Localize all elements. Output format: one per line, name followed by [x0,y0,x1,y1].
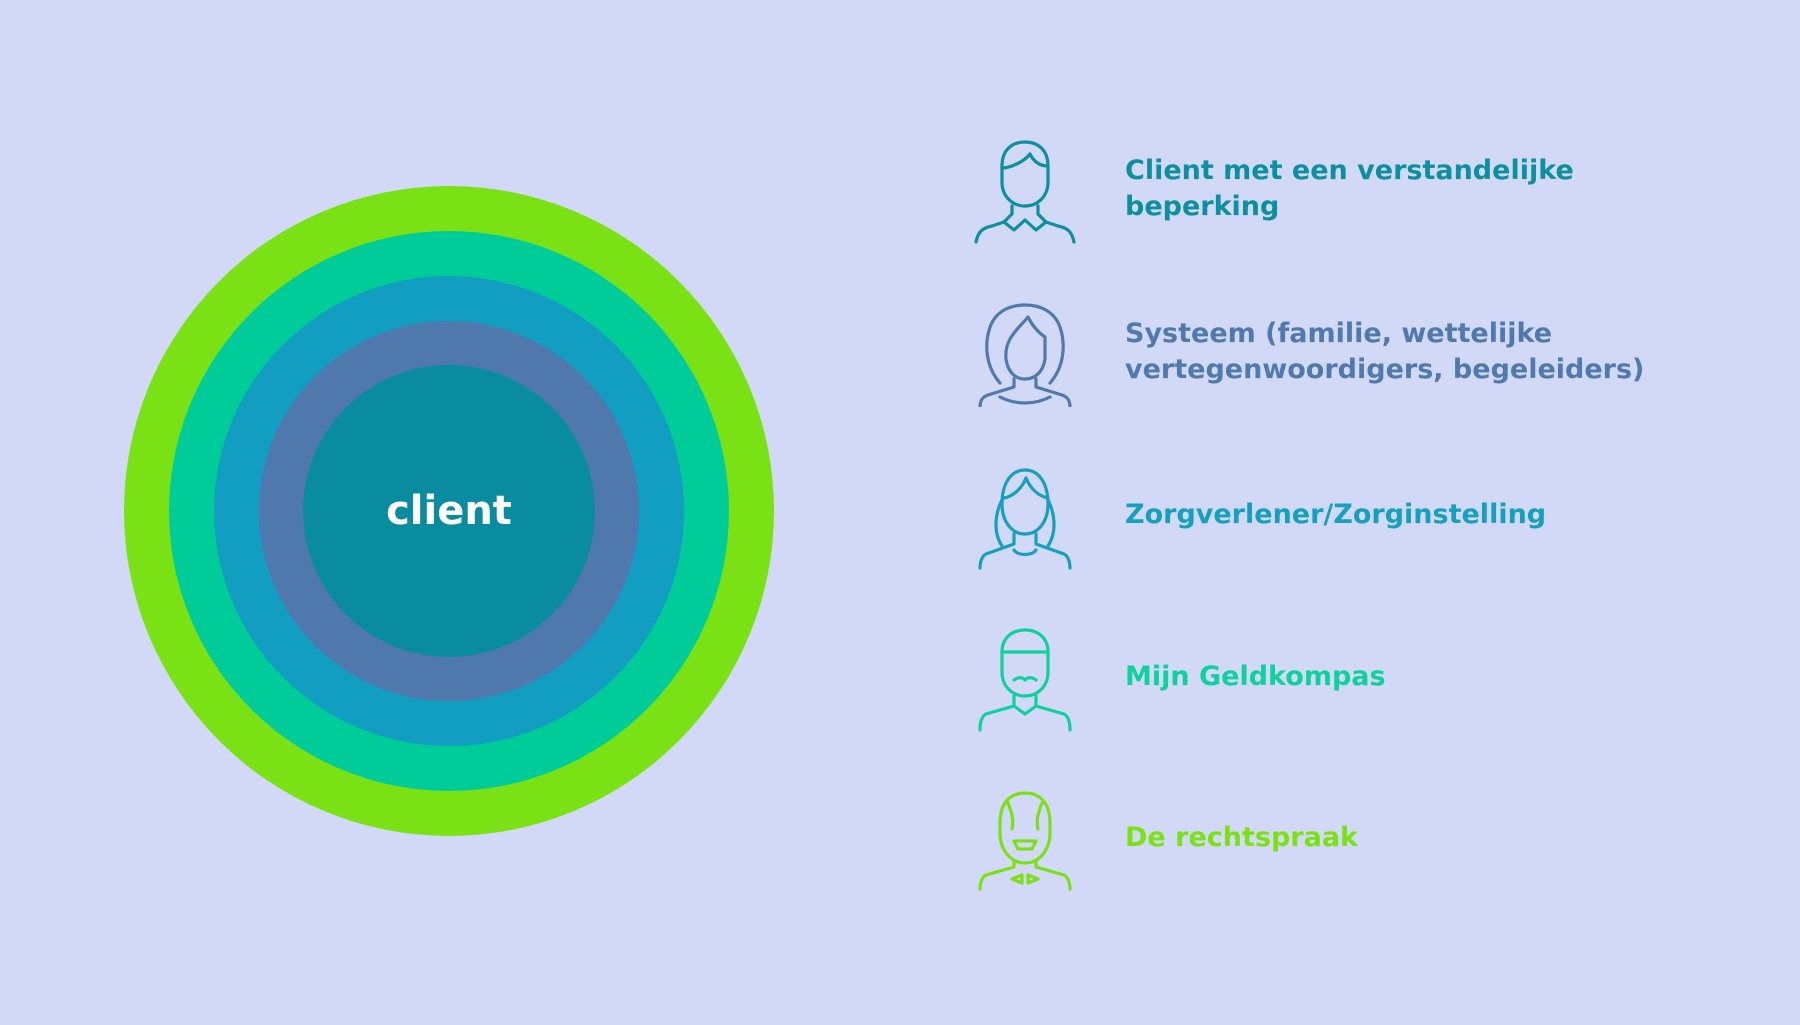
ring-inner [303,365,595,657]
center-label: client [386,488,512,534]
legend-label: Mijn Geldkompas [1125,661,1386,692]
legend-item-client: Client met een verstandelijke beperking [970,134,1574,244]
legend-label: Systeem (familie, wettelijke vertegenwoo… [1125,318,1645,385]
legend-label: De rechtspraak [1125,822,1358,853]
legend-item-geldkompas: Mijn Geldkompas [970,622,1386,732]
man-beard-bowtie-icon [978,791,1072,891]
legend-label: Zorgverlener/Zorginstelling [1125,499,1547,530]
man-mustache-icon [978,628,1072,732]
man-collar-icon [974,140,1076,244]
woman-icon [978,468,1072,570]
legend-item-systeem: Systeem (familie, wettelijke vertegenwoo… [970,297,1644,407]
legend-item-zorgverlener: Zorgverlener/Zorginstelling [970,460,1546,570]
woman-long-hair-icon [978,303,1072,407]
legend-label: Client met een verstandelijke beperking [1125,155,1574,222]
legend-item-rechtspraak: De rechtspraak [970,783,1358,893]
